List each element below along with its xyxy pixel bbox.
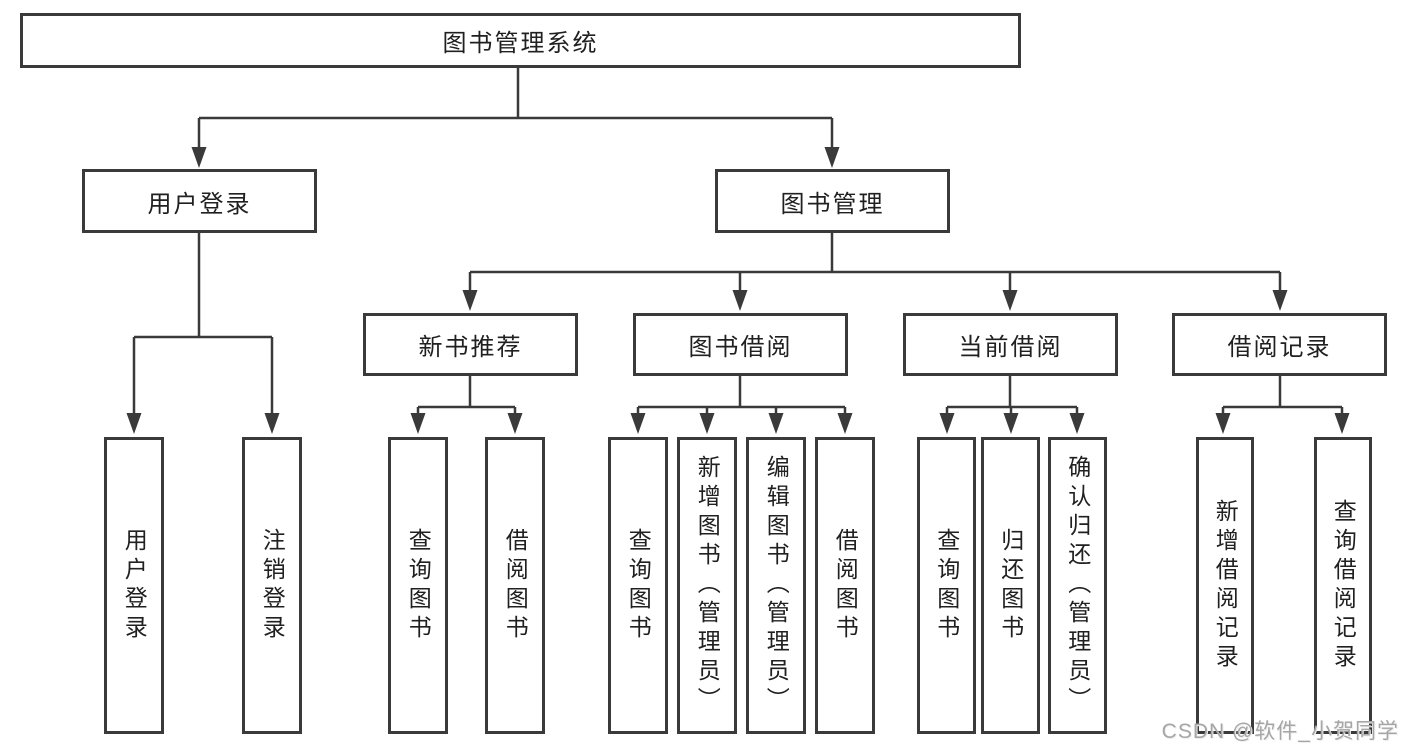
node-borrow-borrow-books: 借阅图书	[815, 437, 875, 734]
node-borrow-add-books: 新增图书（管理员）	[677, 437, 737, 734]
node-book-borrow: 图书借阅	[633, 313, 848, 376]
node-label: 图书管理	[780, 190, 885, 218]
node-records-add-record: 新增借阅记录	[1196, 437, 1254, 734]
watermark: CSDN @软件_小贺同学	[1161, 720, 1399, 743]
node-label: 编辑图书（管理员）	[763, 455, 790, 716]
node-new-book-recommend: 新书推荐	[363, 313, 578, 376]
node-label: 借阅图书	[832, 527, 859, 644]
node-label: 借阅图书	[502, 527, 529, 644]
node-label: 用户登录	[121, 527, 148, 644]
node-label: 图书管理系统	[442, 30, 599, 57]
node-newbook-query-books: 查询图书	[388, 437, 448, 734]
node-label: 图书借阅	[688, 334, 793, 361]
node-root: 图书管理系统	[20, 13, 1021, 68]
node-logout: 注销登录	[242, 437, 302, 734]
node-borrow-edit-books: 编辑图书（管理员）	[746, 437, 806, 734]
node-label: 借阅记录	[1227, 334, 1332, 361]
node-records-query-record: 查询借阅记录	[1314, 437, 1372, 734]
node-current-return-books: 归还图书	[981, 437, 1040, 734]
node-label: 注销登录	[259, 527, 286, 644]
node-label: 当前借阅	[958, 334, 1063, 361]
node-label: 查询图书	[625, 527, 652, 644]
node-user-login: 用户登录	[82, 169, 317, 233]
node-newbook-borrow-books: 借阅图书	[485, 437, 545, 734]
node-borrow-query-books: 查询图书	[608, 437, 668, 734]
node-current-confirm-return: 确认归还（管理员）	[1048, 437, 1107, 734]
node-label: 查询图书	[405, 527, 432, 644]
node-label: 用户登录	[147, 190, 252, 218]
node-label: 新增图书（管理员）	[694, 455, 721, 716]
node-user-login-action: 用户登录	[104, 437, 164, 734]
node-label: 新书推荐	[418, 334, 523, 361]
node-label: 查询借阅记录	[1330, 498, 1357, 673]
node-label: 新增借阅记录	[1212, 498, 1239, 673]
node-book-management: 图书管理	[715, 169, 950, 233]
node-current-query-books: 查询图书	[917, 437, 976, 734]
node-label: 确认归还（管理员）	[1064, 455, 1091, 716]
node-borrow-records: 借阅记录	[1172, 313, 1387, 376]
node-current-borrow: 当前借阅	[903, 313, 1118, 376]
node-label: 查询图书	[933, 527, 960, 644]
node-label: 归还图书	[997, 527, 1024, 644]
